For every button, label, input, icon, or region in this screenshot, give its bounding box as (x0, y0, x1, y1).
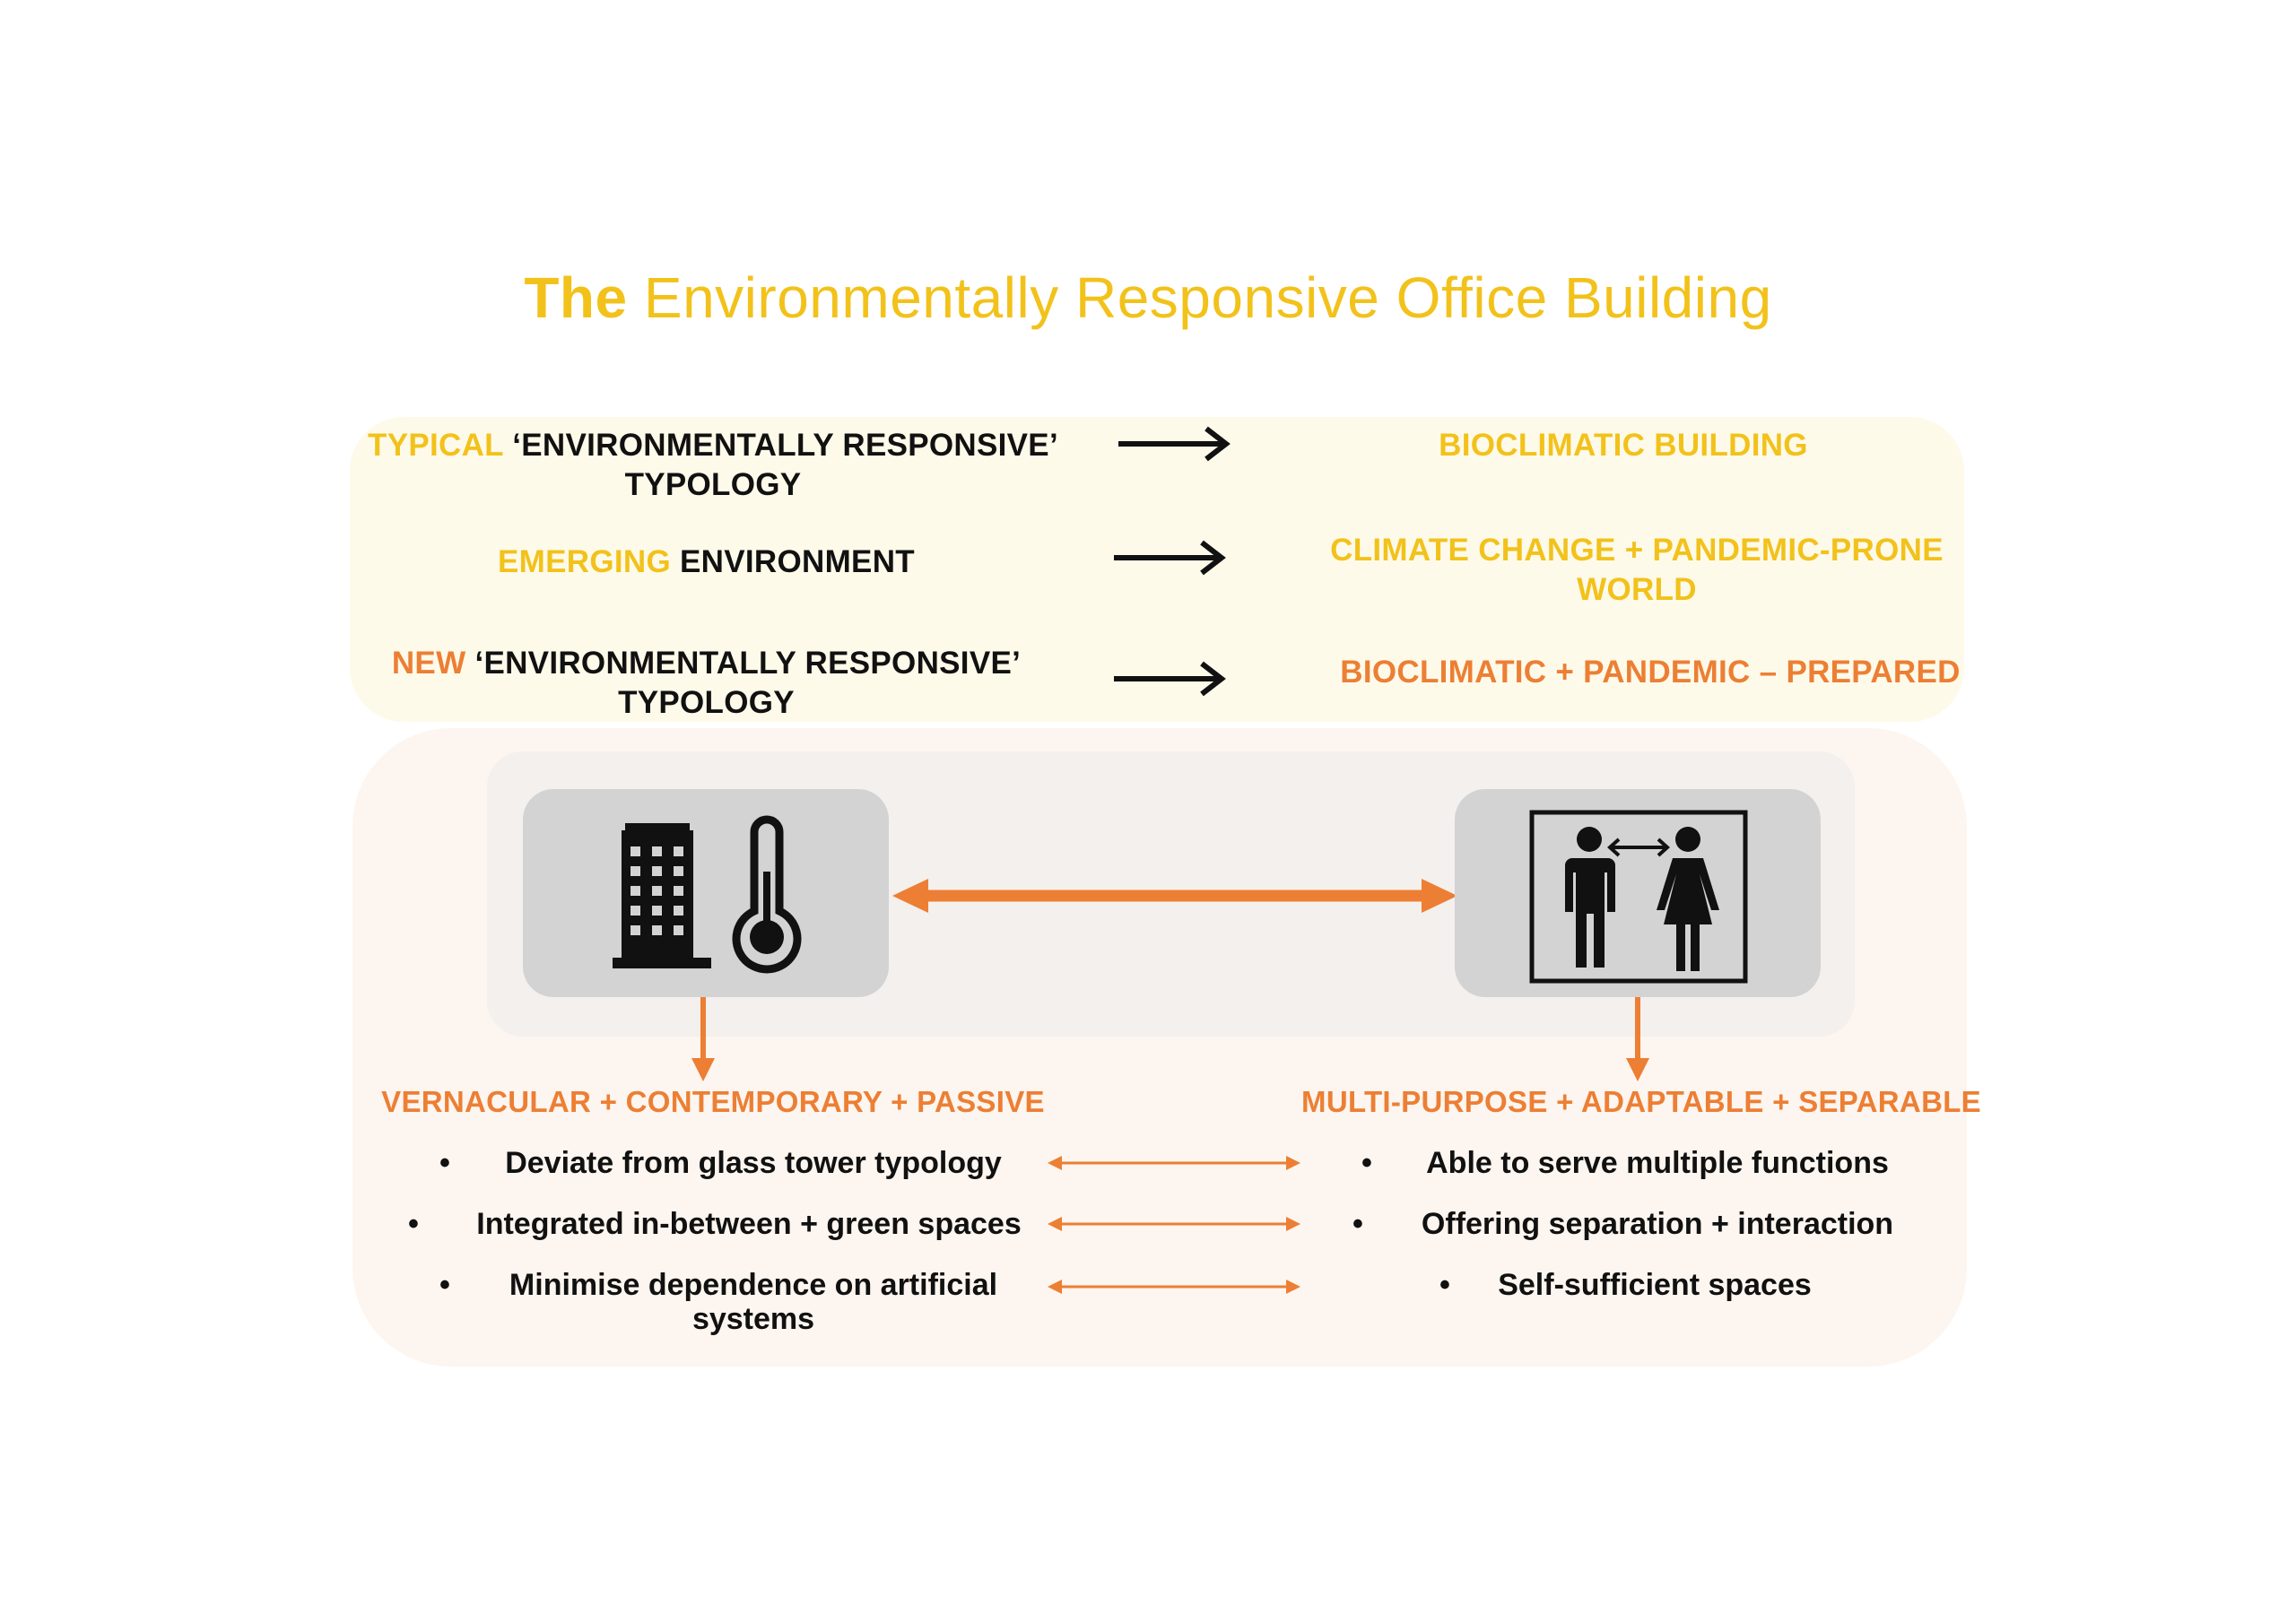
row-typical-result-line1: BIOCLIMATIC BUILDING (1439, 428, 1808, 463)
left-bullet-2: • Integrated in-between + green spaces (408, 1207, 1054, 1243)
right-bullet-3: • Self-sufficient spaces (1439, 1268, 1852, 1304)
bullet-link-arrow-icon (1048, 1280, 1300, 1294)
bullet-dot: • (439, 1146, 450, 1180)
thermometer-icon (732, 815, 802, 974)
bullet-link-arrow-icon (1048, 1156, 1300, 1170)
bullet-dot: • (1352, 1207, 1363, 1241)
double-arrow-icon (892, 879, 1457, 913)
right-bullet-1-text: Able to serve multiple functions (1426, 1146, 1889, 1180)
people-distancing-icon (1529, 810, 1748, 984)
row-emerging-line1: ENVIRONMENT (680, 544, 915, 579)
right-bullet-1: • Able to serve multiple functions (1361, 1146, 1918, 1182)
row-new-line1: ‘ENVIRONMENTALLY RESPONSIVE’ (474, 646, 1022, 681)
right-heading: MULTI-PURPOSE + ADAPTABLE + SEPARABLE (1301, 1085, 1981, 1118)
row-emerging-result-line1: CLIMATE CHANGE + PANDEMIC-PRONE (1330, 533, 1944, 568)
left-bullet-1-text: Deviate from glass tower typology (505, 1146, 1002, 1180)
title-rest: Environmentally Responsive Office Buildi… (643, 265, 1772, 330)
bullet-dot: • (439, 1268, 450, 1302)
arrow-right-icon (1114, 540, 1226, 576)
context-panel (350, 417, 1964, 722)
bullet-dot: • (408, 1207, 419, 1241)
down-arrow-icon (1626, 997, 1649, 1081)
left-bullet-1: • Deviate from glass tower typology (439, 1146, 1031, 1182)
row-new-line2: TYPOLOGY (618, 685, 795, 720)
left-bullet-3-line1: Minimise dependence on artificial (509, 1268, 998, 1302)
row-new-label: NEW ‘ENVIRONMENTALLY RESPONSIVE’ TYPOLOG… (359, 644, 1054, 723)
right-icon-box (1455, 789, 1821, 997)
left-bullet-3-text: Minimise dependence on artificial system… (475, 1268, 1031, 1336)
left-bullet-2-text: Integrated in-between + green spaces (476, 1207, 1022, 1241)
row-new-prefix: NEW (391, 646, 466, 681)
row-emerging-result: CLIMATE CHANGE + PANDEMIC-PRONE WORLD (1300, 531, 1973, 610)
row-typical-result: BIOCLIMATIC BUILDING (1292, 426, 1955, 465)
arrow-right-icon (1114, 661, 1226, 697)
row-typical-line2: TYPOLOGY (624, 467, 802, 502)
left-heading: VERNACULAR + CONTEMPORARY + PASSIVE (381, 1085, 1045, 1118)
bullet-dot: • (1439, 1268, 1450, 1302)
row-emerging-label: EMERGING ENVIRONMENT (359, 542, 1054, 582)
row-emerging-prefix: EMERGING (498, 544, 671, 579)
down-arrow-icon (691, 997, 715, 1081)
page-title: The Environmentally Responsive Office Bu… (0, 265, 2296, 331)
right-bullet-2-text: Offering separation + interaction (1421, 1207, 1894, 1241)
row-typical-line1: ‘ENVIRONMENTALLY RESPONSIVE’ (512, 428, 1058, 463)
office-building-icon (613, 823, 711, 968)
left-bullet-3-line2: systems (691, 1302, 815, 1336)
right-bullet-2: • Offering separation + interaction (1352, 1207, 1909, 1243)
right-bullet-3-text: Self-sufficient spaces (1498, 1268, 1812, 1302)
row-typical-label: TYPICAL ‘ENVIRONMENTALLY RESPONSIVE’ TYP… (359, 426, 1067, 505)
left-bullet-3: • Minimise dependence on artificial syst… (439, 1268, 1031, 1340)
bullet-dot: • (1361, 1146, 1372, 1180)
row-new-result-line1: BIOCLIMATIC + PANDEMIC – PREPARED (1340, 655, 1961, 690)
title-lead: The (524, 265, 628, 330)
bullet-link-arrow-icon (1048, 1217, 1300, 1231)
row-new-result: BIOCLIMATIC + PANDEMIC – PREPARED (1327, 653, 1973, 692)
arrow-right-icon (1118, 426, 1231, 462)
row-emerging-result-line2: WORLD (1577, 572, 1697, 607)
row-typical-prefix: TYPICAL (368, 428, 504, 463)
